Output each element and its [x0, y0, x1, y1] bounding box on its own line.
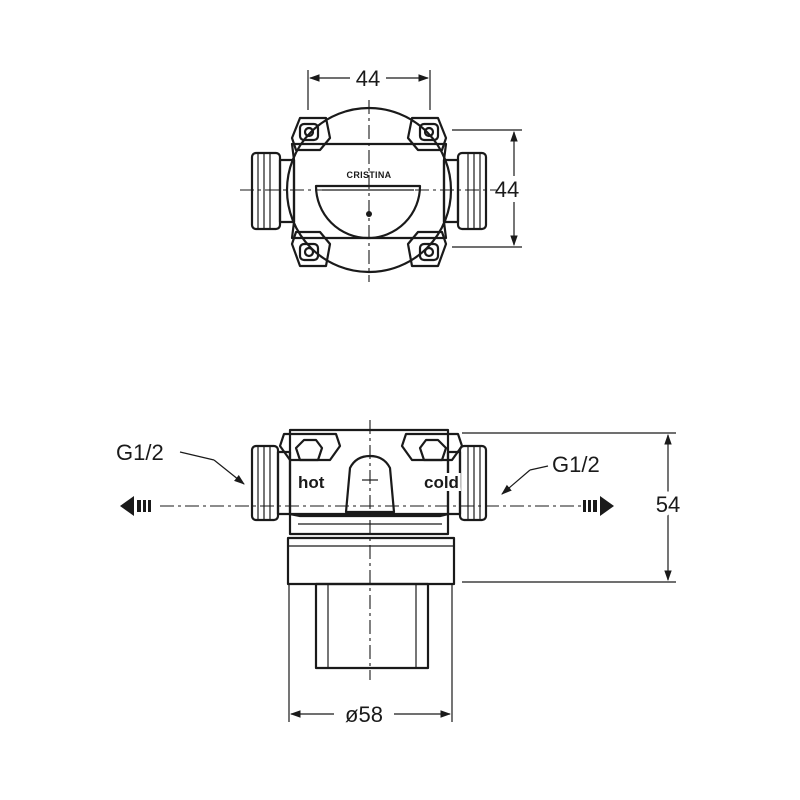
- hot-inlet-fitting: [250, 444, 292, 522]
- thread-left-label: G1/2: [116, 440, 164, 465]
- top-view: 44 44: [240, 64, 526, 282]
- right-inlet-fitting: [442, 151, 488, 231]
- hot-label: hot: [298, 473, 325, 492]
- diameter-label: ø58: [345, 702, 383, 727]
- top-width-dimension: 44: [307, 64, 431, 110]
- side-body: [278, 428, 464, 670]
- cold-label: cold: [424, 473, 459, 492]
- thread-right-label: G1/2: [552, 452, 600, 477]
- top-height-dimension: 44: [452, 129, 526, 248]
- top-width-label: 44: [356, 66, 380, 91]
- side-view: 54 ø58 G1/2 G1/2: [116, 420, 685, 727]
- outflow-left-arrow-icon: [120, 496, 151, 516]
- diameter-dimension: ø58: [288, 585, 453, 727]
- inflow-right-arrow-icon: [583, 496, 614, 516]
- top-height-label: 44: [495, 177, 519, 202]
- side-height-label: 54: [656, 492, 680, 517]
- mounting-lugs: [290, 116, 448, 268]
- side-height-dimension: 54: [462, 432, 685, 583]
- thread-leaders: G1/2 G1/2: [116, 440, 600, 495]
